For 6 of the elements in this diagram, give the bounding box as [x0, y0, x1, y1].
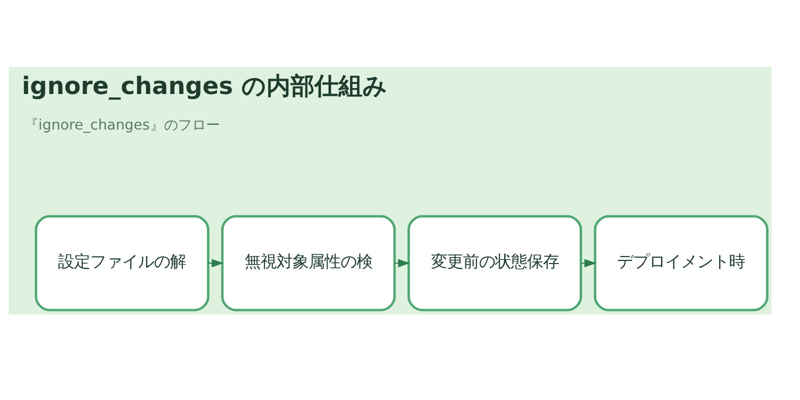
diagram-title: ignore_changes の内部仕組み — [22, 71, 388, 100]
node-box: デプロイメント時 — [594, 214, 768, 311]
node-box: 変更前の状態保存 — [408, 214, 582, 311]
node-box: 無視対象属性の検 — [221, 214, 396, 311]
node-box: 設定ファイルの解 — [34, 214, 210, 311]
label: 『ignore_changes』のフロー — [24, 117, 220, 134]
